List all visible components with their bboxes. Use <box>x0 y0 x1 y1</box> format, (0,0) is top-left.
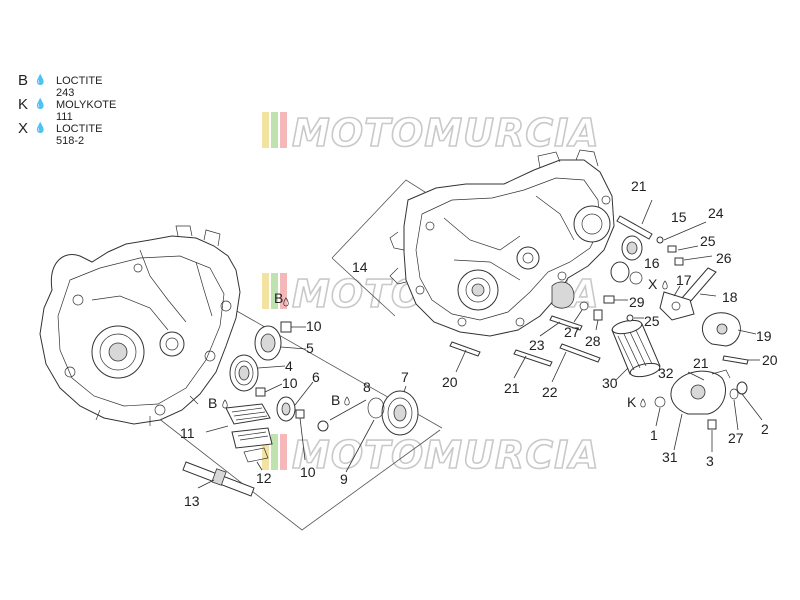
callout-21: 21 <box>693 355 709 371</box>
part-fittings-28-29 <box>573 295 644 331</box>
callout-9: 9 <box>340 471 348 487</box>
callout-16: 16 <box>644 255 660 271</box>
callout-26: 26 <box>716 250 732 266</box>
compound-letter: K <box>627 394 637 410</box>
droplet-icon <box>222 399 228 409</box>
callout-8: 8 <box>363 379 371 395</box>
callout-21: 21 <box>504 380 520 396</box>
callout-10: 10 <box>306 318 322 334</box>
droplet-icon <box>640 398 646 408</box>
callout-32: 32 <box>658 365 674 381</box>
part-screw-10-lower <box>295 409 306 461</box>
callout-25: 25 <box>644 313 660 329</box>
callout-22: 22 <box>542 384 558 400</box>
droplet-icon <box>344 396 350 406</box>
callout-7: 7 <box>401 369 409 385</box>
callout-18: 18 <box>722 289 738 305</box>
callout-29: 29 <box>629 294 645 310</box>
compound-mark-b-3: B <box>331 392 350 408</box>
droplet-icon: 💧 <box>34 75 47 86</box>
part-pump-body-19 <box>701 312 757 347</box>
part-seal-16-area <box>610 235 643 285</box>
callout-21: 21 <box>631 178 647 194</box>
watermark-bottom: MOTOMURCIA <box>262 432 600 478</box>
part-screw-20-right <box>722 355 760 365</box>
compound-letter: X <box>648 276 658 292</box>
part-oil-filter-30 <box>611 319 661 381</box>
part-seal-9 <box>345 397 385 473</box>
part-studs-21-top <box>616 199 653 240</box>
legend-letter: X <box>18 120 29 137</box>
part-bearing-7 <box>381 385 419 436</box>
callout-15: 15 <box>671 209 687 225</box>
watermark-text: MOTOMURCIA <box>292 433 600 477</box>
part-bracket-17 <box>659 285 695 321</box>
callout-3: 3 <box>706 453 714 469</box>
part-shaft-13 <box>182 461 255 497</box>
droplet-icon <box>662 280 668 290</box>
callout-30: 30 <box>602 375 618 391</box>
callout-17: 17 <box>676 272 692 288</box>
compound-mark-b-2: B <box>208 395 228 411</box>
droplet-icon <box>283 297 289 307</box>
part-cover-31-32 <box>670 369 731 451</box>
callout-23: 23 <box>529 337 545 353</box>
part-washers-1-2-27 <box>654 381 763 452</box>
callout-25: 25 <box>700 233 716 249</box>
compound-letter: B <box>274 290 283 306</box>
droplet-icon: 💧 <box>34 99 47 110</box>
legend-letter: K <box>18 96 29 113</box>
callout-11: 11 <box>180 425 195 441</box>
callout-4: 4 <box>285 358 293 374</box>
callout-1: 1 <box>650 427 658 443</box>
legend-label: LOCTITE 243 <box>56 75 103 99</box>
callout-28: 28 <box>585 333 601 349</box>
part-small-screws-24-26 <box>656 221 713 266</box>
legend-label: MOLYKOTE 111 <box>56 99 117 123</box>
compound-mark-x: X <box>648 276 668 292</box>
droplet-icon: 💧 <box>34 123 47 134</box>
callout-19: 19 <box>756 328 772 344</box>
part-screen-filter-11 <box>205 403 273 449</box>
compound-letter: B <box>331 392 340 408</box>
legend-label: LOCTITE 518-2 <box>56 123 103 147</box>
part-bearing-5 <box>254 325 307 361</box>
callout-numbers: 10 5 4 10 6 11 12 13 10 9 8 7 14 20 21 2… <box>180 178 778 509</box>
callout-2: 2 <box>761 421 769 437</box>
callout-31: 31 <box>662 449 678 465</box>
callout-12: 12 <box>256 470 272 486</box>
callout-20: 20 <box>442 374 458 390</box>
compound-mark-b-1: B <box>274 290 289 307</box>
compound-mark-k: K <box>627 394 646 410</box>
part-screw-10-upper <box>280 321 306 333</box>
part-bearing-4 <box>229 354 286 392</box>
watermark-text: MOTOMURCIA <box>292 111 600 155</box>
part-seal-6 <box>276 381 314 422</box>
callout-27: 27 <box>564 324 580 340</box>
part-oring-12 <box>243 447 269 471</box>
part-bolts-lower <box>449 315 601 383</box>
part-spring-pin-8 <box>317 399 367 432</box>
compound-letter: B <box>208 395 217 411</box>
callout-13: 13 <box>184 493 200 509</box>
callout-20: 20 <box>762 352 778 368</box>
left-crankcase-half <box>39 225 241 426</box>
right-crankcase-half <box>389 149 615 337</box>
watermark-top: MOTOMURCIA <box>262 110 600 156</box>
legend-letter: B <box>18 72 29 89</box>
callout-10: 10 <box>282 375 298 391</box>
callout-6: 6 <box>312 369 320 385</box>
callout-10: 10 <box>300 464 316 480</box>
callout-14: 14 <box>352 259 368 275</box>
callout-5: 5 <box>306 340 314 356</box>
part-screw-10-middle <box>255 383 283 397</box>
callout-27: 27 <box>728 430 744 446</box>
callout-24: 24 <box>708 205 724 221</box>
